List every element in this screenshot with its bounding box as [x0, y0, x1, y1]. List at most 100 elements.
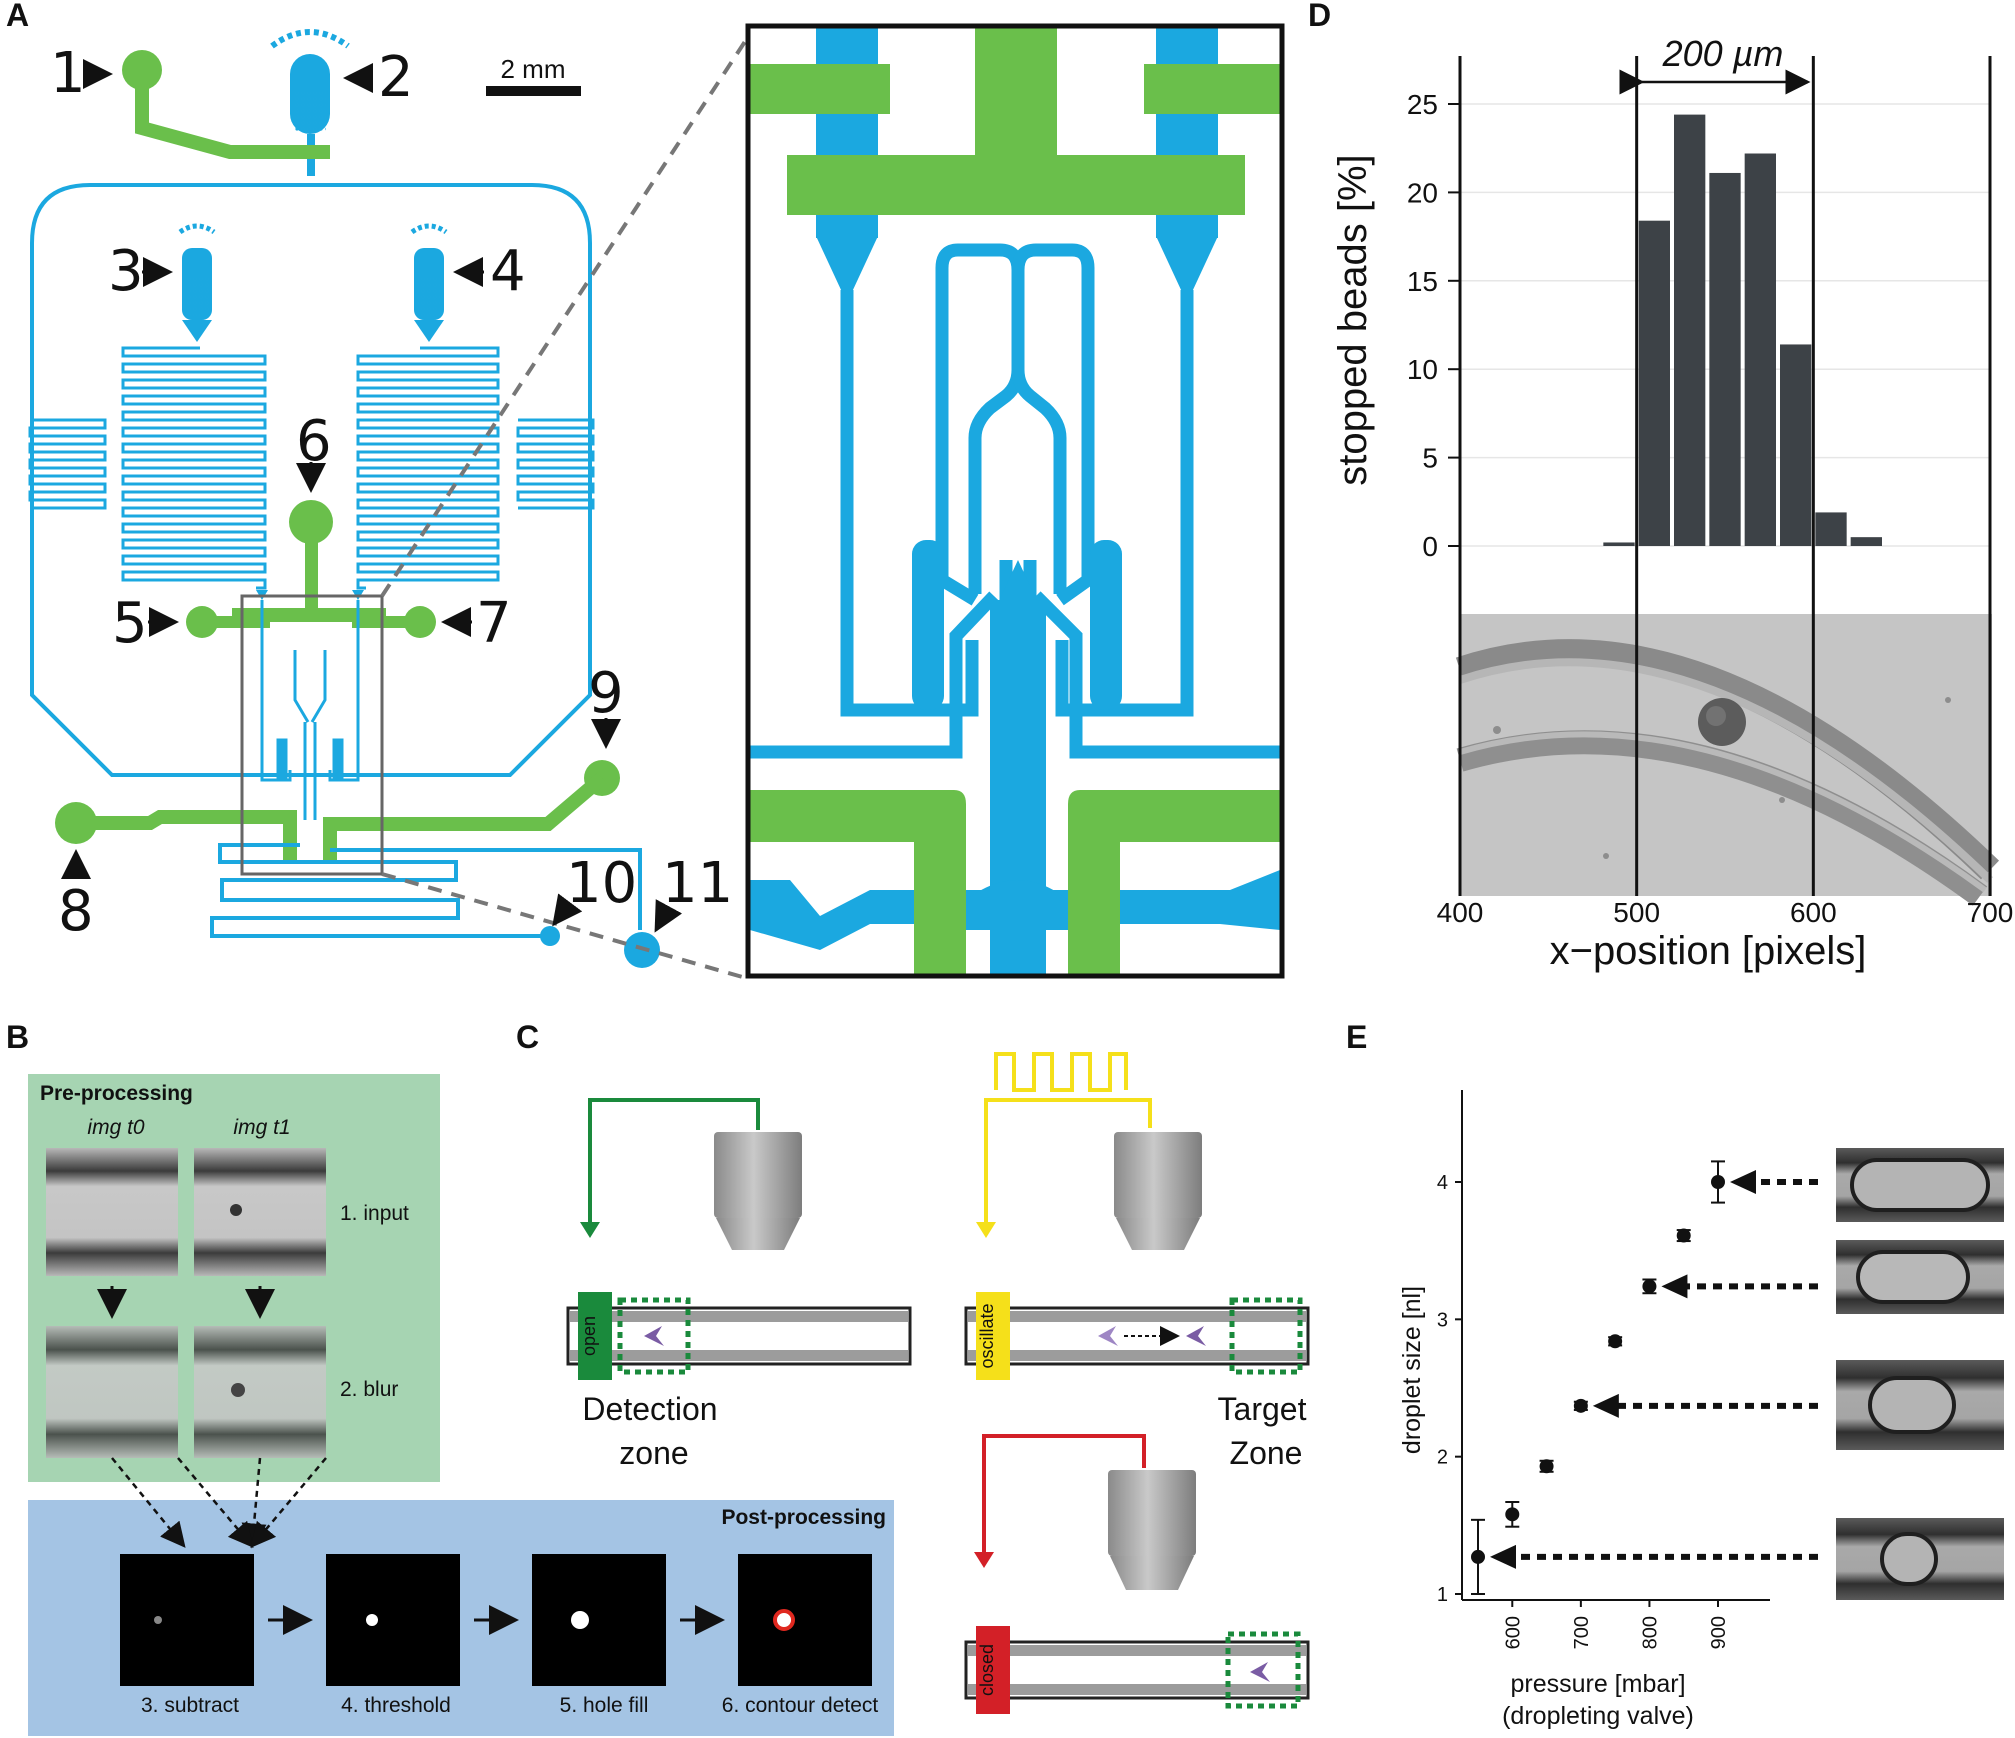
histogram-bar: [1674, 114, 1706, 546]
y-tick-label: 10: [1407, 354, 1438, 385]
y-tick-label: 4: [1437, 1172, 1448, 1194]
port-label-2: 2: [378, 45, 414, 110]
input-images: [46, 1148, 326, 1458]
inner-serpentine-right: [356, 346, 500, 590]
panel-c: C open Detection zone: [516, 1019, 1310, 1714]
pre-arrows: [97, 1286, 275, 1319]
mini-chip-nozzles: [256, 590, 364, 600]
valve-oscillate-label: oscillate: [977, 1303, 997, 1368]
bead-micrograph: [1455, 614, 2000, 906]
x-tick-label: 800: [1639, 1616, 1661, 1649]
droplet-images: [1836, 1148, 2004, 1600]
y-tick-label: 1: [1437, 1584, 1448, 1606]
detection-zone-label-1: Detection: [582, 1391, 717, 1427]
data-point: [1539, 1459, 1554, 1474]
histogram-bar: [1815, 512, 1847, 546]
y-tick-label: 3: [1437, 1309, 1448, 1331]
post-processing-title: Post-processing: [721, 1506, 886, 1529]
port-label-4: 4: [490, 239, 526, 304]
post-processing-images: [120, 1554, 872, 1686]
channel-closed: [964, 1626, 1310, 1714]
histogram-bar: [1709, 172, 1741, 546]
panel-label-e: E: [1346, 1019, 1367, 1055]
x-tick-label: 400: [1437, 897, 1484, 928]
data-point: [1711, 1175, 1725, 1189]
chart-d-x-ticks: 400 500 600 700: [1437, 897, 2014, 928]
zoom-line-top: [380, 38, 748, 598]
panel-label-b: B: [6, 1019, 29, 1055]
feedback-line-red: [982, 1434, 1146, 1556]
panel-a: A 2 mm: [6, 0, 1285, 980]
port-label-6: 6: [296, 409, 332, 474]
chart-e-x-axis-label-1: pressure [mbar]: [1510, 1670, 1685, 1698]
port-label-1: 1: [50, 41, 86, 106]
x-tick-label: 700: [1967, 897, 2014, 928]
chart-d-x-axis-label: x−position [pixels]: [1550, 929, 1867, 973]
feedback-arrow-red: [974, 1552, 994, 1568]
data-point: [1573, 1398, 1588, 1413]
panel-label-d: D: [1308, 0, 1331, 33]
data-point: [1676, 1228, 1691, 1243]
valve-closed-label: closed: [977, 1644, 997, 1696]
panel-b: B Pre-processing img t0 img t1 1. input …: [6, 1019, 894, 1736]
feedback-arrow-yellow: [976, 1222, 996, 1238]
chart-d-bars: [1603, 114, 1882, 547]
chart-e-x-axis-label-2: (dropleting valve): [1502, 1702, 1694, 1730]
x-tick-label: 500: [1613, 897, 1660, 928]
chart-d-region-lines: [1458, 56, 1992, 896]
scale-bar: [486, 86, 581, 96]
feedback-line-green: [588, 1098, 760, 1226]
mini-chip-core: [260, 600, 360, 820]
feedback-line-yellow: [984, 1098, 1152, 1226]
subtract-dashed-arrows: [111, 1457, 327, 1549]
step-4-label: 4. threshold: [341, 1694, 451, 1717]
zoom-inset: [745, 23, 1285, 979]
outlet-10: [540, 926, 560, 946]
port-arrows: [61, 59, 683, 933]
x-tick-label: 900: [1708, 1616, 1730, 1649]
arrow-head: [1592, 1393, 1619, 1418]
inlet-3-filter: [178, 223, 216, 342]
step-6-label: 6. contour detect: [722, 1694, 879, 1717]
port-label-5: 5: [112, 591, 148, 656]
arrow-head: [1490, 1544, 1516, 1569]
feedback-arrow-green: [580, 1222, 600, 1238]
step-1-label: 1. input: [340, 1202, 409, 1225]
img-t0-label: img t0: [87, 1116, 145, 1139]
channel-oscillate: [964, 1292, 1310, 1380]
y-tick-label: 15: [1407, 266, 1438, 297]
arrow-head: [1661, 1274, 1688, 1299]
x-tick-label: 600: [1502, 1616, 1524, 1649]
img-t1-label: img t1: [233, 1116, 290, 1139]
x-tick-label: 600: [1790, 897, 1837, 928]
inlet-1-channel: [122, 50, 330, 159]
objective-lens-2: [1114, 1132, 1202, 1250]
scale-bar-label: 2 mm: [501, 54, 566, 84]
panel-label-c: C: [516, 1019, 539, 1055]
detection-zone-label-2: zone: [619, 1435, 688, 1471]
histogram-bar: [1850, 537, 1882, 546]
y-tick-label: 2: [1437, 1447, 1448, 1469]
y-tick-label: 0: [1422, 531, 1438, 562]
y-tick-label: 25: [1407, 89, 1438, 120]
side-serpentine-left: [28, 418, 107, 510]
objective-lens-3: [1108, 1470, 1196, 1590]
valve-open-label: open: [579, 1316, 599, 1356]
oscillation-waveform: [994, 1052, 1128, 1092]
y-tick-label: 5: [1422, 443, 1438, 474]
histogram-bar: [1603, 542, 1635, 546]
chart-e-points: [1471, 1160, 1725, 1595]
green-outlet-channels: [55, 760, 620, 862]
port-label-11: 11: [662, 851, 733, 916]
channel-detection: [566, 1292, 912, 1380]
objective-lens-1: [714, 1132, 802, 1250]
histogram-bar: [1638, 220, 1670, 547]
data-point: [1642, 1279, 1657, 1294]
port-label-3: 3: [108, 239, 144, 304]
y-tick-label: 20: [1407, 177, 1438, 208]
arrow-head: [1730, 1170, 1756, 1194]
data-point: [1505, 1507, 1520, 1522]
dimension-label: 200 µm: [1662, 33, 1784, 74]
data-point: [1471, 1549, 1485, 1564]
